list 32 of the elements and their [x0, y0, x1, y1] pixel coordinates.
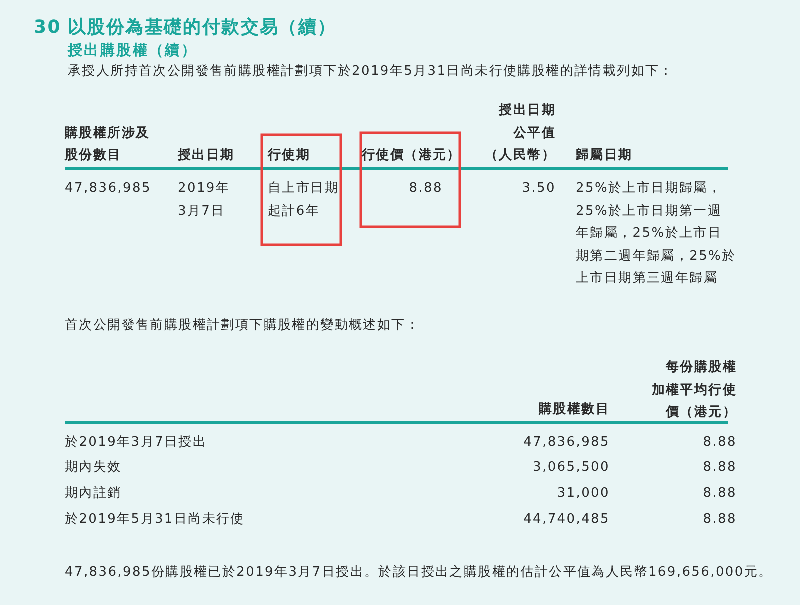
table-cell-text: 2019年3月7日: [178, 180, 230, 220]
table-cell-text: 自上市日期起計6年: [268, 180, 339, 220]
column-header: 行使價（港元）: [362, 147, 462, 165]
table-cell-text: 於2019年3月7日授出: [65, 434, 208, 452]
subheading: 授出購股權（續）: [68, 42, 198, 61]
note-text: 47,836,985份購股權已於2019年3月7日授出。於該日授出之購股權的估計公平值為人民幣169,656,000元。: [65, 564, 773, 582]
table-cell-text: 31,000: [557, 485, 610, 503]
table-cell-text: 47,836,985: [65, 180, 152, 198]
table-cell-text: 於2019年5月31日尚未行使: [65, 511, 245, 529]
table-cell-text: 8.88: [703, 434, 737, 452]
table-cell-text: 8.88: [703, 485, 737, 503]
column-header: 購股權所涉及股份數目: [65, 124, 150, 165]
column-header: 授出日期公平值（人民幣）: [485, 102, 556, 165]
section-number: 30: [34, 17, 62, 40]
table-cell-text: 期內失效: [65, 459, 122, 477]
table-cell-text: 期內註銷: [65, 485, 122, 503]
table-cell-text: 47,836,985: [524, 434, 610, 452]
table-cell-text: 3.50: [522, 180, 556, 198]
table-cell-text: 8.88: [703, 511, 737, 529]
table-cell-text: 25%於上市日期歸屬，25%於上市日期第一週年歸屬，25%於上市日期第二週年歸屬，25%於上市日期第三週年歸屬: [576, 180, 736, 288]
table-cell-text: 8.88: [703, 459, 737, 477]
table-cell-text: 3,065,500: [533, 459, 610, 477]
section-title: 以股份為基礎的付款交易（續）: [68, 17, 337, 40]
column-header: 每份購股權加權平均行使價（港元）: [652, 359, 737, 422]
column-header: 授出日期: [178, 147, 235, 165]
table-cell-text: 8.88: [409, 180, 443, 198]
column-header: 歸屬日期: [576, 147, 633, 165]
table-cell-text: 44,740,485: [524, 511, 610, 529]
column-header: 購股權數目: [539, 401, 610, 419]
intro-text: 首次公開發售前購股權計劃項下購股權的變動概述如下：: [65, 317, 420, 335]
column-header: 行使期: [268, 147, 311, 165]
intro-text: 承授人所持首次公開發售前購股權計劃項下於2019年5月31日尚未行使購股權的詳情載列如下：: [68, 63, 674, 81]
